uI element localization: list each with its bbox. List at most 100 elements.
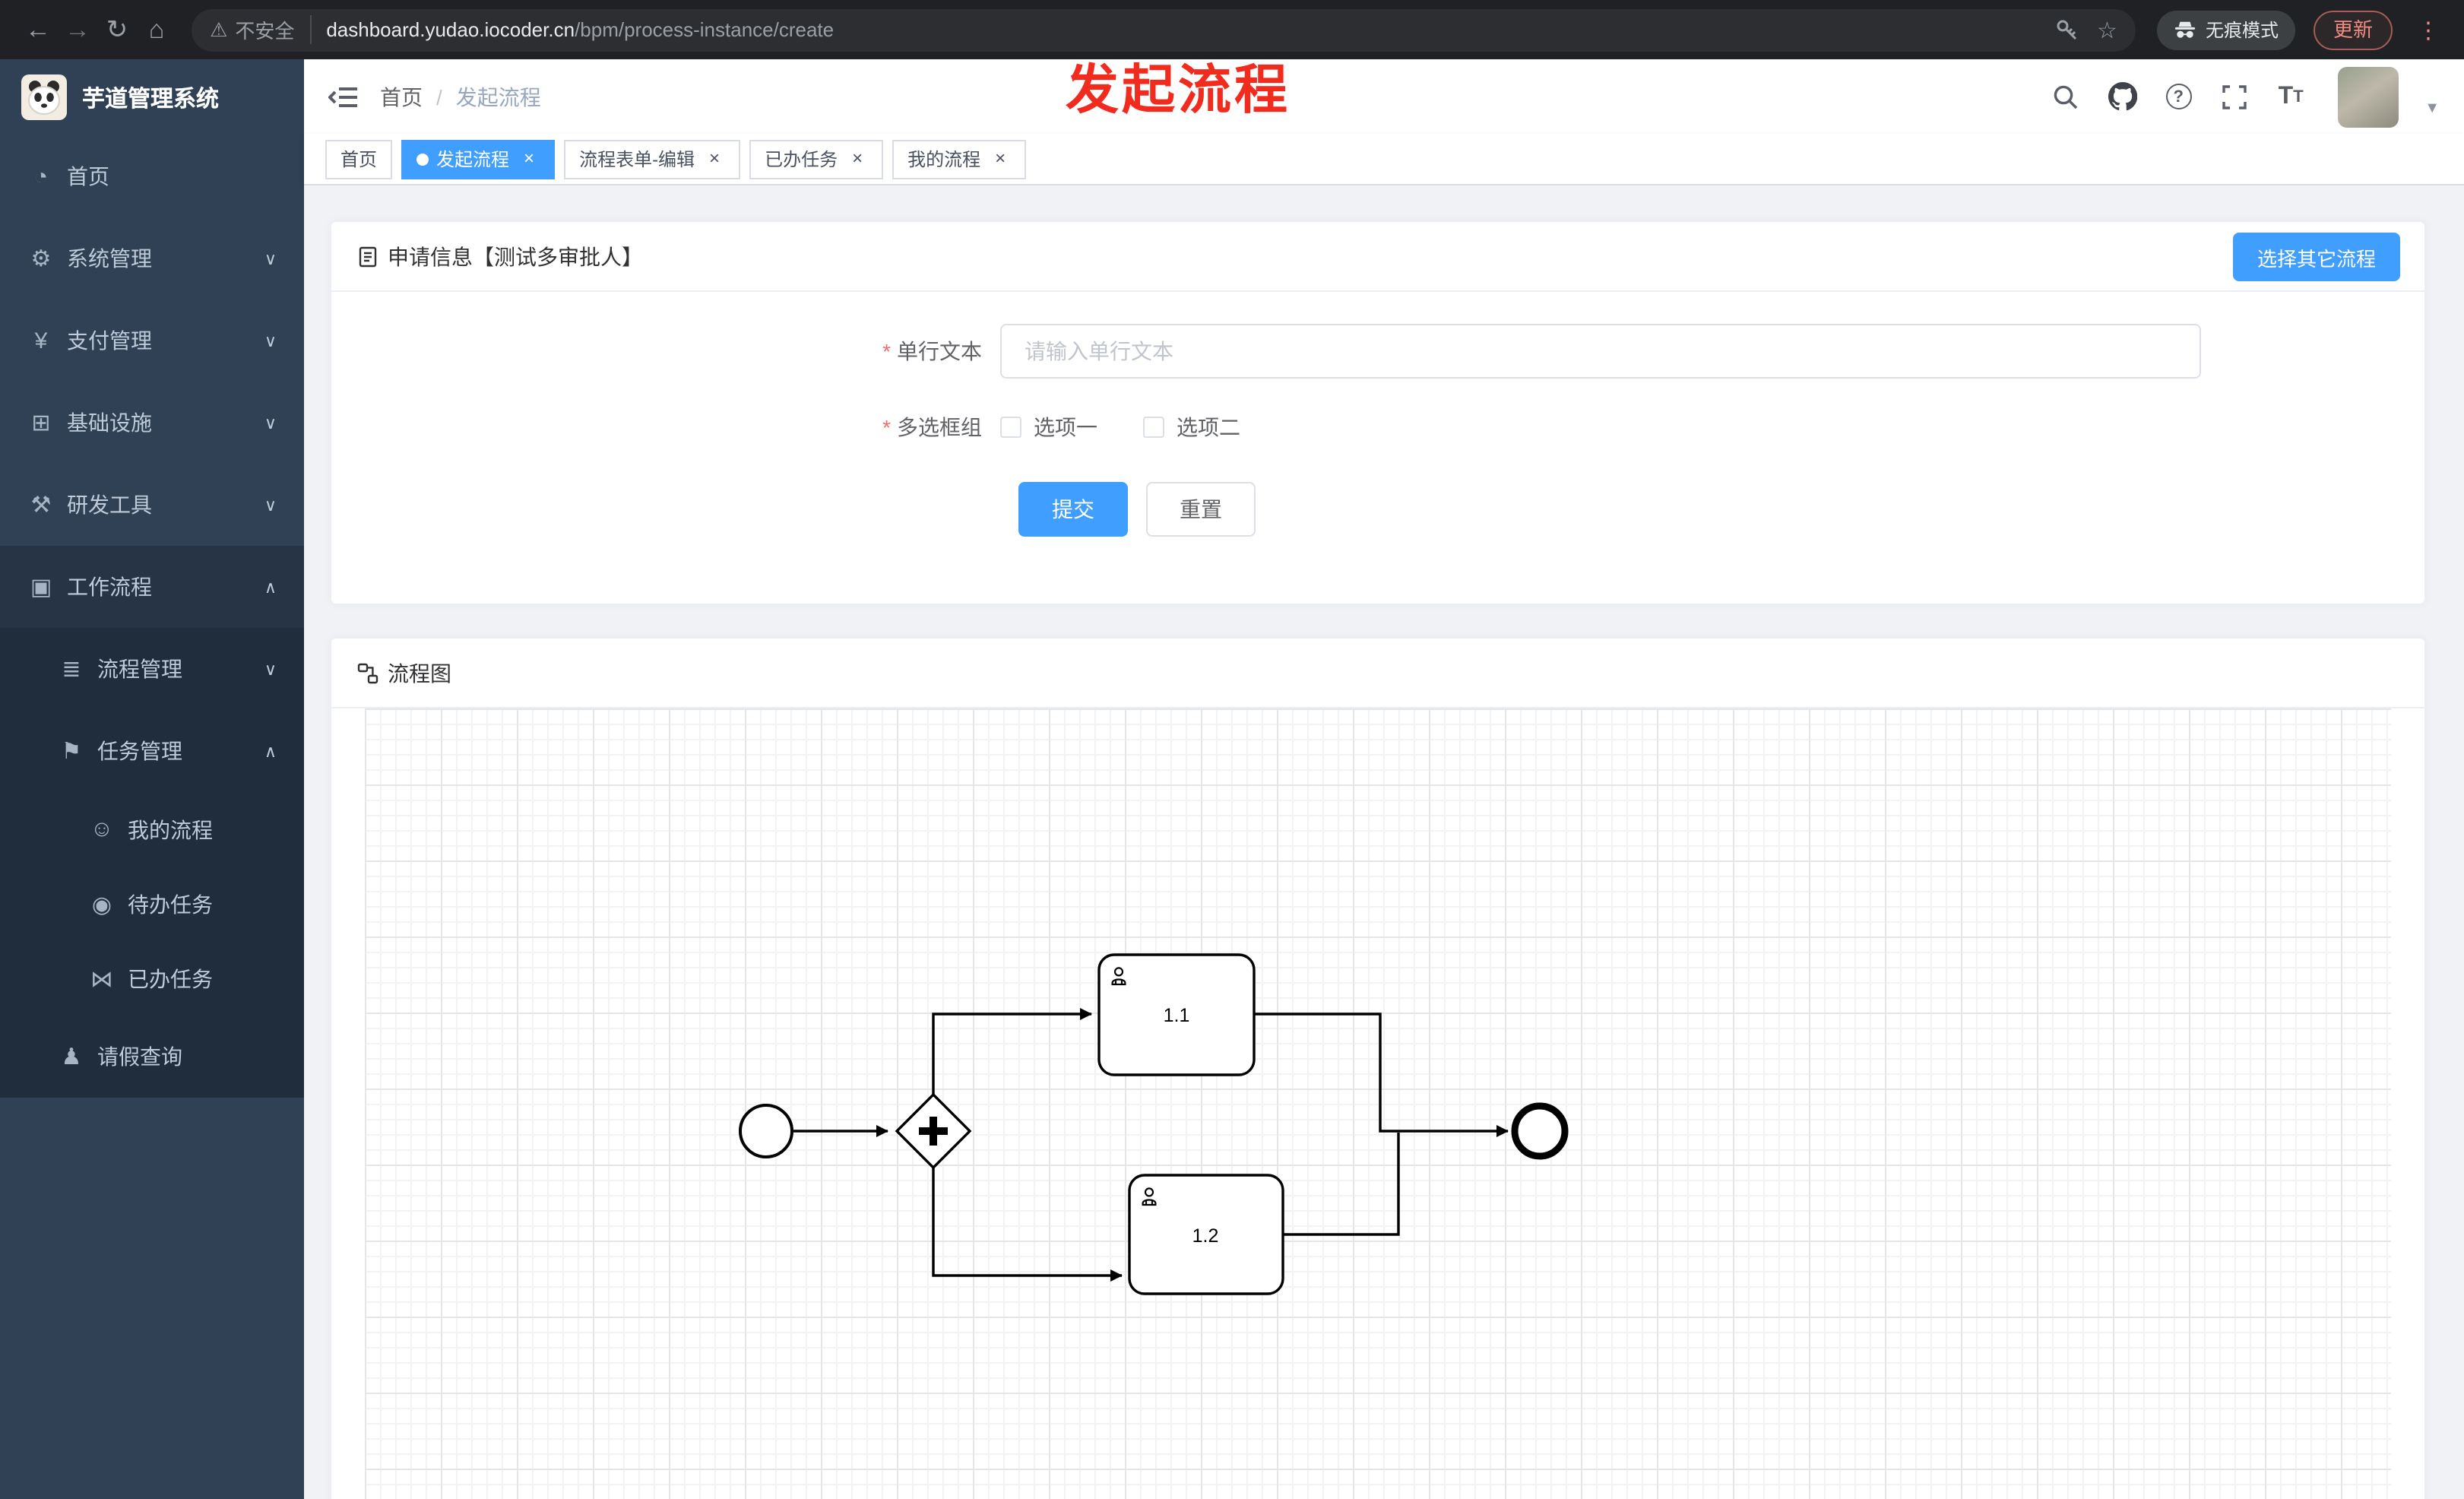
- sidebar-item-label: 已办任务: [128, 966, 213, 990]
- sidebar-item-done-tasks[interactable]: ⋈ 已办任务: [0, 941, 304, 1016]
- tab-create-process[interactable]: 发起流程 ×: [401, 139, 556, 179]
- chevron-down-icon: ∨: [264, 414, 277, 433]
- security-label: 不安全: [235, 20, 295, 43]
- bpmn-user-task-1-1[interactable]: 1.1: [1097, 953, 1256, 1076]
- security-chip[interactable]: ⚠ 不安全: [210, 15, 312, 44]
- eye-icon: ◉: [91, 892, 112, 917]
- fullscreen-icon[interactable]: [2219, 81, 2250, 112]
- checkbox-unchecked-icon[interactable]: [1000, 417, 1021, 438]
- sidebar-item-pending-tasks[interactable]: ◉ 待办任务: [0, 867, 304, 941]
- close-icon[interactable]: ×: [852, 147, 863, 168]
- bpmn-parallel-gateway[interactable]: [895, 1092, 972, 1170]
- tab-my-process[interactable]: 我的流程 ×: [892, 139, 1027, 179]
- sidebar-item-label: 请假查询: [97, 1044, 182, 1069]
- chevron-down-icon: ∨: [264, 332, 277, 350]
- warning-icon: ⚠: [210, 17, 228, 40]
- password-key-icon[interactable]: [2054, 17, 2079, 42]
- tab-label: 首页: [340, 148, 378, 170]
- done-tasks-icon: ⋈: [90, 966, 113, 992]
- main-content: 申请信息【测试多审批人】 选择其它流程 *单行文本 *多选框组 选项一 选: [304, 185, 2464, 1499]
- back-icon[interactable]: ←: [25, 14, 51, 43]
- close-icon[interactable]: ×: [709, 147, 721, 168]
- browser-toolbar: ← → ↻ ⌂ ⚠ 不安全 dashboard.yudao.iocoder.cn…: [0, 0, 2464, 59]
- github-icon[interactable]: [2107, 81, 2137, 112]
- search-icon[interactable]: [2051, 81, 2081, 112]
- form-card-title: 申请信息【测试多审批人】: [388, 244, 643, 268]
- sidebar-item-label: 系统管理: [67, 246, 152, 271]
- close-icon[interactable]: ×: [524, 147, 535, 168]
- chevron-up-icon: ∧: [264, 743, 277, 761]
- reset-button[interactable]: 重置: [1146, 482, 1256, 537]
- breadcrumb-home[interactable]: 首页: [380, 84, 423, 109]
- my-process-icon: ☺: [90, 816, 114, 842]
- flow-task-1-1-to-end: [1254, 1013, 1509, 1137]
- forward-icon[interactable]: →: [65, 14, 90, 43]
- chevron-down-icon: ∨: [264, 250, 277, 268]
- document-icon: [357, 246, 378, 267]
- form-row-text: *单行文本: [331, 324, 2424, 379]
- avatar-dropdown-caret-icon[interactable]: ▼: [2424, 100, 2440, 116]
- checkbox-option-2[interactable]: 选项二: [1143, 412, 1240, 442]
- incognito-icon: [2174, 21, 2196, 38]
- form-row-checkbox-group: *多选框组 选项一 选项二: [331, 412, 2424, 442]
- sidebar-menu: ◔ 首页 ⚙ 系统管理 ∨ ¥ 支付管理 ∨ ⊞ 基础设施 ∨ ⚒ 研发工具 ∨: [0, 135, 304, 1098]
- sidebar-item-label: 首页: [67, 164, 109, 189]
- bpmn-diagram: 1.1 1.2: [739, 953, 1569, 1295]
- chevron-up-icon: ∧: [264, 578, 277, 597]
- bpmn-canvas[interactable]: 1.1 1.2: [365, 708, 2391, 1499]
- browser-menu-icon[interactable]: ⋮: [2417, 17, 2440, 43]
- breadcrumb-current: 发起流程: [455, 84, 541, 109]
- user-icon: [1142, 1187, 1157, 1206]
- tools-icon: ⚒: [30, 493, 52, 518]
- url-domain: dashboard.yudao.iocoder.cn: [326, 18, 575, 41]
- sidebar-item-label: 任务管理: [97, 739, 182, 763]
- sidebar-item-my-process[interactable]: ☺ 我的流程: [0, 792, 304, 867]
- help-icon[interactable]: ?: [2163, 81, 2193, 112]
- sidebar-item-leave-query[interactable]: ♟ 请假查询: [0, 1016, 304, 1098]
- url-path: /bpm/process-instance/create: [575, 18, 835, 41]
- refresh-icon[interactable]: ↻: [106, 14, 128, 43]
- bookmark-star-icon[interactable]: ☆: [2097, 17, 2117, 43]
- sidebar-item-payment-management[interactable]: ¥ 支付管理 ∨: [0, 299, 304, 382]
- sidebar-item-home[interactable]: ◔ 首页: [0, 135, 304, 217]
- avatar[interactable]: [2338, 66, 2399, 127]
- sidebar-item-system-management[interactable]: ⚙ 系统管理 ∨: [0, 217, 304, 299]
- field-label: *多选框组: [882, 415, 982, 439]
- url-bar[interactable]: ⚠ 不安全 dashboard.yudao.iocoder.cn /bpm/pr…: [192, 8, 2136, 51]
- sidebar-item-workflow[interactable]: ▣ 工作流程 ∧: [0, 546, 304, 628]
- checkbox-unchecked-icon[interactable]: [1143, 417, 1164, 438]
- sidebar-item-infrastructure[interactable]: ⊞ 基础设施 ∨: [0, 382, 304, 464]
- plus-icon: [919, 1117, 948, 1146]
- home-icon[interactable]: ⌂: [148, 14, 165, 43]
- tags-view: 首页 发起流程 × 流程表单-编辑 × 已办任务 × 我的流程 ×: [304, 134, 2464, 185]
- app-logo[interactable]: 芋道管理系统: [0, 59, 304, 135]
- application-info-card: 申请信息【测试多审批人】 选择其它流程 *单行文本 *多选框组 选项一 选: [330, 220, 2426, 605]
- tab-done-tasks[interactable]: 已办任务 ×: [749, 139, 884, 179]
- workflow-icon: ▣: [30, 575, 52, 601]
- switch-process-button[interactable]: 选择其它流程: [2232, 233, 2400, 281]
- checkbox-label: 选项一: [1034, 415, 1097, 439]
- single-line-text-input[interactable]: [1000, 324, 2201, 379]
- update-button[interactable]: 更新: [2313, 10, 2393, 49]
- chevron-down-icon: ∨: [264, 496, 277, 515]
- bpmn-user-task-1-2[interactable]: 1.2: [1128, 1174, 1284, 1295]
- sidebar-collapse-icon[interactable]: [328, 81, 359, 112]
- tab-process-form-edit[interactable]: 流程表单-编辑 ×: [564, 139, 741, 179]
- bpmn-start-event[interactable]: [739, 1104, 793, 1158]
- submit-button[interactable]: 提交: [1018, 482, 1128, 537]
- sidebar-item-task-management[interactable]: ⚑ 任务管理 ∧: [0, 710, 304, 792]
- tab-home[interactable]: 首页: [325, 139, 393, 179]
- process-diagram-card: 流程图: [330, 637, 2426, 1499]
- required-mark: *: [882, 339, 891, 363]
- task-label: 1.2: [1192, 1225, 1219, 1247]
- active-dot: [416, 153, 429, 165]
- sidebar-item-process-management[interactable]: ≣ 流程管理 ∨: [0, 628, 304, 710]
- card-header: 流程图: [331, 639, 2424, 708]
- bpmn-end-event[interactable]: [1511, 1102, 1569, 1160]
- checkbox-option-1[interactable]: 选项一: [1000, 412, 1097, 442]
- close-icon[interactable]: ×: [995, 147, 1006, 168]
- sidebar-item-dev-tools[interactable]: ⚒ 研发工具 ∨: [0, 464, 304, 546]
- logo-image: [21, 74, 67, 120]
